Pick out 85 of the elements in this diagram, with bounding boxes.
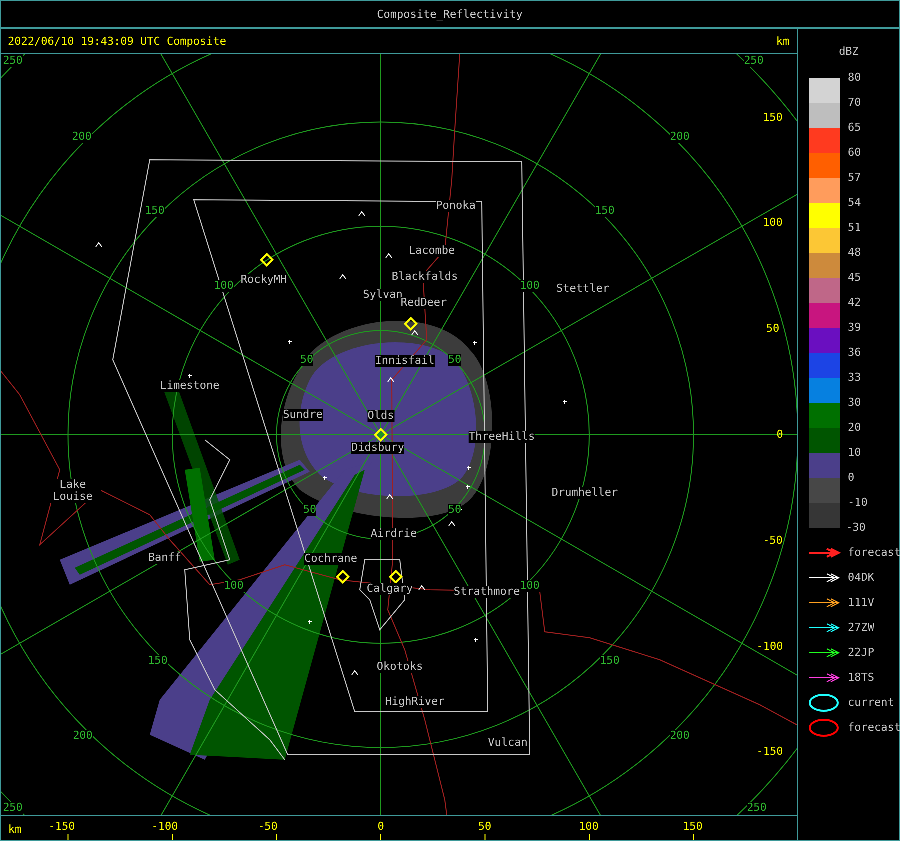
legend-label: 111V (848, 597, 874, 609)
axis-unit: km (8, 824, 22, 836)
axis-tick-label: -50 (258, 821, 278, 833)
range-ring-label: 250 (747, 802, 767, 814)
place-label: Banff (148, 552, 182, 564)
place-label: Calgary (366, 583, 414, 595)
place-label: Limestone (160, 380, 220, 392)
legend-label: 42 (848, 297, 862, 309)
place-label: Blackfalds (392, 271, 458, 283)
range-ring-label: 50 (448, 354, 462, 366)
range-ring-label: 150 (595, 205, 615, 217)
range-ring-label: 200 (670, 730, 690, 742)
legend-label: 36 (848, 347, 862, 359)
scale-end-label: -30 (846, 522, 866, 534)
legend-label: 80 (848, 72, 862, 84)
axis-tick-label: -100 (756, 641, 784, 653)
axis-tick-label: 50 (478, 821, 492, 833)
range-ring-label: 50 (303, 504, 317, 516)
place-label: ThreeHills (468, 431, 536, 443)
legend-label: current (848, 697, 894, 709)
axis-tick-label: 150 (683, 821, 703, 833)
range-ring-label: 50 (300, 354, 314, 366)
range-ring-label: 250 (3, 802, 23, 814)
legend-label: -10 (848, 497, 868, 509)
range-ring-label: 100 (224, 580, 244, 592)
range-ring-label: 200 (73, 730, 93, 742)
place-label: Olds (368, 410, 394, 422)
range-ring-label: 250 (744, 55, 764, 67)
legend-label: 60 (848, 147, 862, 159)
legend-label: 27ZW (848, 622, 874, 634)
legend-label: 18TS (848, 672, 874, 684)
range-ring-label: 100 (520, 580, 540, 592)
range-ring-label: 100 (520, 280, 540, 292)
legend-heading: dBZ (839, 46, 859, 58)
range-ring-label: 150 (600, 655, 620, 667)
place-label: Cochrane (304, 553, 358, 565)
place-label: Stettler (556, 283, 610, 295)
range-ring-label: 250 (3, 55, 23, 67)
axis-unit: km (776, 36, 790, 48)
legend-label: 39 (848, 322, 862, 334)
axis-tick-label: -100 (152, 821, 178, 833)
legend-label: 20 (848, 422, 862, 434)
legend-label: 57 (848, 172, 862, 184)
legend-label: 54 (848, 197, 862, 209)
range-ring-label: 50 (448, 504, 462, 516)
place-label: Sylvan (363, 289, 403, 301)
legend-label: 45 (848, 272, 862, 284)
place-label: Strathmore (454, 586, 520, 598)
axis-tick-label: 150 (763, 112, 783, 124)
timestamp: 2022/06/10 19:43:09 UTC Composite (8, 36, 227, 48)
place-label: Lacombe (408, 245, 456, 257)
legend-label: 65 (848, 122, 862, 134)
place-label: HighRiver (385, 696, 445, 708)
range-ring-label: 150 (145, 205, 165, 217)
legend-label: 48 (848, 247, 862, 259)
range-ring-label: 200 (72, 131, 92, 143)
range-ring-label: 150 (148, 655, 168, 667)
axis-tick-label: -150 (756, 746, 784, 758)
axis-tick-label: 0 (378, 821, 384, 833)
range-ring-label: 100 (214, 280, 234, 292)
place-label: RockyMH (240, 274, 288, 286)
legend-label: 22JP (848, 647, 874, 659)
place-label: Vulcan (488, 737, 528, 749)
range-ring-label: 200 (670, 131, 690, 143)
chart-title: Composite_Reflectivity (377, 9, 523, 21)
legend-label: 10 (848, 447, 862, 459)
place-label: Ponoka (436, 200, 476, 212)
place-label: Sundre (283, 409, 323, 421)
legend-label: 04DK (848, 572, 874, 584)
place-label: Airdrie (370, 528, 418, 540)
axis-tick-label: 50 (766, 323, 780, 335)
legend-label: 51 (848, 222, 862, 234)
place-label: Okotoks (376, 661, 424, 673)
legend-label: 70 (848, 97, 862, 109)
place-label: RedDeer (400, 297, 448, 309)
legend-label: 33 (848, 372, 862, 384)
place-label: Didsbury (352, 442, 404, 454)
axis-tick-label: 100 (763, 217, 783, 229)
legend-label: 0 (848, 472, 855, 484)
place-label: Drumheller (552, 487, 618, 499)
axis-tick-label: 100 (579, 821, 599, 833)
legend-label: 30 (848, 397, 862, 409)
axis-tick-label: -50 (763, 535, 783, 547)
axis-tick-label: -150 (48, 821, 76, 833)
place-label: Innisfail (375, 355, 435, 367)
